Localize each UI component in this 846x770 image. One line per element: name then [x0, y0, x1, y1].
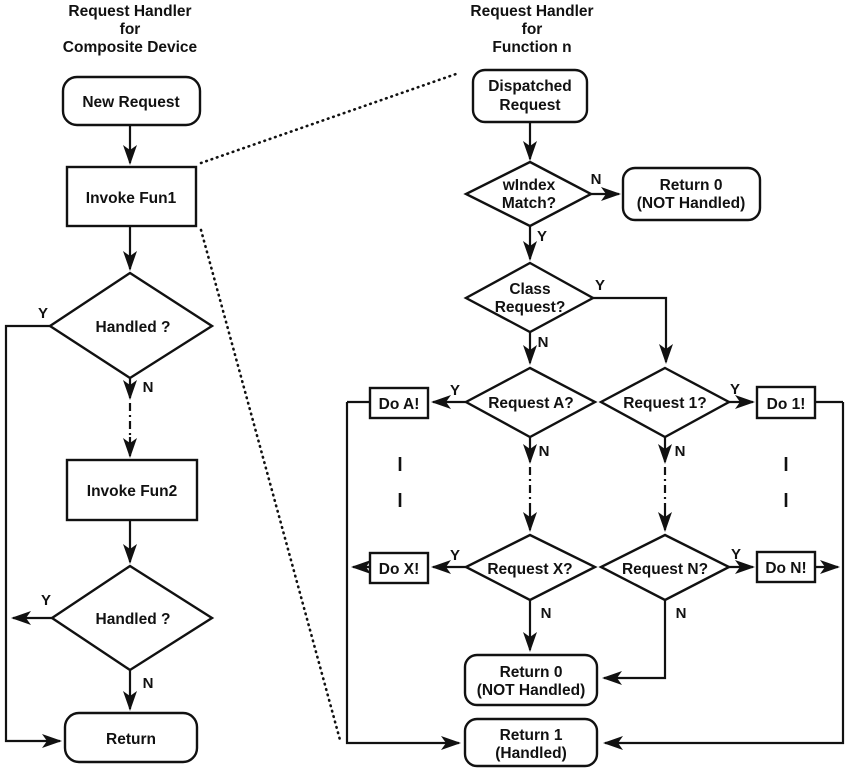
- node-return: [63, 711, 199, 764]
- rail-left-to-return1: [345, 402, 461, 750]
- decision-class-line2: Request?: [495, 299, 566, 316]
- node-return-label: Return: [106, 731, 156, 748]
- decision-handled-2-label: Handled ?: [96, 611, 171, 628]
- decision-class-line1: Class: [509, 281, 550, 298]
- decision-windex-line2: Match?: [502, 195, 556, 212]
- zoom-connectors: [199, 72, 458, 742]
- right-chart: Request Handler for Function n Dispatche…: [345, 3, 845, 768]
- label-request-1-no: N: [675, 443, 686, 460]
- decision-windex-line1: wIndex: [502, 177, 556, 194]
- node-do-1-label: Do 1!: [767, 396, 806, 413]
- node-return1: [463, 717, 599, 768]
- node-return1-line2: (Handled): [495, 745, 566, 762]
- node-invoke-fun1-label: Invoke Fun1: [86, 190, 177, 207]
- node-do-n-label: Do N!: [765, 560, 806, 577]
- node-return0-top: [621, 166, 762, 222]
- right-chart-title-line1: Request Handler: [470, 3, 593, 20]
- label-handled1-yes: Y: [38, 305, 48, 322]
- left-chart-title-line2: for: [120, 21, 141, 38]
- label-request-n-no: N: [676, 605, 687, 622]
- node-return0-bottom-line1: Return 0: [500, 664, 563, 681]
- node-return0-bottom-line2: (NOT Handled): [477, 682, 586, 699]
- node-new-request-label: New Request: [82, 94, 179, 111]
- decision-handled-1-label: Handled ?: [96, 319, 171, 336]
- node-do-n: [755, 550, 817, 584]
- decision-request-x-label: Request X?: [487, 561, 572, 578]
- label-windex-no: N: [591, 171, 602, 188]
- node-invoke-fun1: [65, 165, 198, 228]
- node-dispatched-request-line1: Dispatched: [488, 78, 572, 95]
- label-request-a-yes: Y: [450, 382, 460, 399]
- label-class-no: N: [538, 334, 549, 351]
- zoom-connector-top-line: [199, 72, 458, 165]
- node-return0-bottom: [463, 653, 599, 707]
- left-chart: Request Handler for Composite Device New…: [4, 3, 215, 764]
- node-do-x-label: Do X!: [379, 561, 419, 578]
- label-request-1-yes: Y: [730, 381, 740, 398]
- label-request-x-yes: Y: [450, 547, 460, 564]
- label-class-yes: Y: [595, 277, 605, 294]
- label-request-x-no: N: [541, 605, 552, 622]
- label-request-n-yes: Y: [731, 546, 741, 563]
- decision-request-1-label: Request 1?: [623, 395, 707, 412]
- label-request-a-no: N: [539, 443, 550, 460]
- arrow-class-yes-to-request1: [593, 296, 673, 364]
- rail-right-to-return1: [603, 402, 845, 750]
- node-return0-top-line1: Return 0: [660, 177, 723, 194]
- zoom-connector-bottom-line: [199, 228, 342, 742]
- decision-request-n-label: Request N?: [622, 561, 708, 578]
- node-do-a-label: Do A!: [379, 396, 420, 413]
- node-invoke-fun2: [65, 458, 199, 522]
- left-chart-title-line3: Composite Device: [63, 39, 198, 56]
- label-windex-yes: Y: [537, 228, 547, 245]
- node-new-request: [61, 75, 202, 127]
- node-dispatched-request-line2: Request: [499, 97, 560, 114]
- node-return1-line1: Return 1: [500, 727, 563, 744]
- decision-request-a-label: Request A?: [488, 395, 574, 412]
- right-chart-title-line2: for: [522, 21, 543, 38]
- left-chart-title-line1: Request Handler: [68, 3, 191, 20]
- label-handled1-no: N: [143, 379, 154, 396]
- label-handled2-no: N: [143, 675, 154, 692]
- node-invoke-fun2-label: Invoke Fun2: [87, 483, 177, 500]
- arrow-request-n-no-to-return0: [602, 600, 667, 685]
- node-return0-top-line2: (NOT Handled): [637, 195, 746, 212]
- rail-handled1-yes-to-return: [4, 324, 62, 748]
- right-chart-title-line3: Function n: [492, 39, 571, 56]
- label-handled2-yes: Y: [41, 592, 51, 609]
- node-do-1: [755, 385, 817, 420]
- decision-windex-match: [463, 160, 594, 228]
